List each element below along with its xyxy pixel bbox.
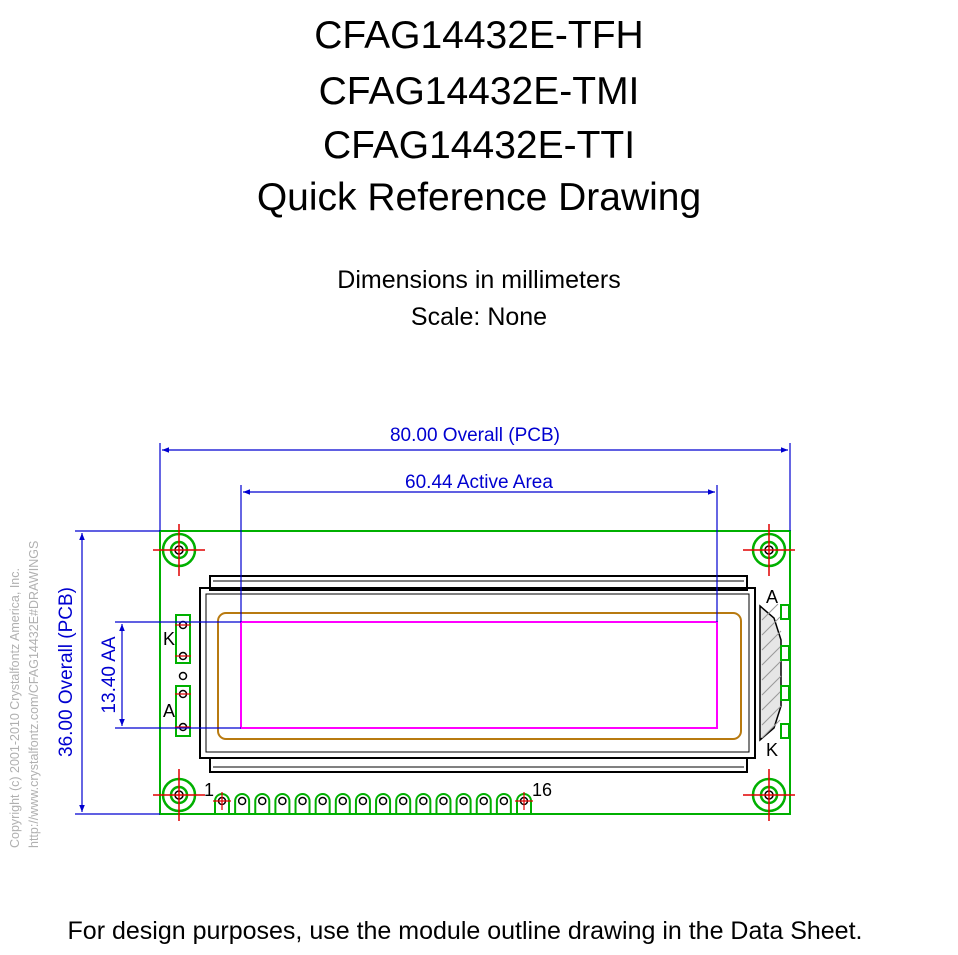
title-line-1: CFAG14432E-TFH: [314, 14, 644, 57]
pin-16-label: 16: [532, 780, 552, 800]
connector-pin-pad: [294, 793, 311, 814]
connector-pin-hole: [398, 796, 408, 806]
overall-height-label: 36.00 Overall (PCB): [56, 587, 77, 757]
connector-pin-pad: [495, 793, 512, 814]
backlight-k-right-label: K: [766, 740, 778, 760]
connector-pin-pad: [415, 793, 432, 814]
connector-pin-hole: [459, 796, 468, 806]
connector-pin-hole: [378, 796, 388, 806]
dimension-active-width: [240, 485, 718, 622]
connector-pin-pad: [435, 793, 452, 814]
backlight-pins-left: [175, 614, 191, 737]
backlight-a-right-label: A: [766, 587, 778, 607]
connector-pin-hole: [237, 796, 247, 806]
active-width-label: 60.44 Active Area: [405, 472, 553, 493]
connector-pin-pad: [395, 793, 412, 814]
connector-pin-row: [213, 792, 533, 814]
mounting-hole-top-left: [153, 524, 205, 576]
active-height-label: 13.40 AA: [99, 636, 120, 713]
active-area: [240, 621, 718, 729]
scale-note: Scale: None: [410, 303, 548, 331]
connector-pin-hole: [358, 796, 368, 806]
units-note: Dimensions in millimeters: [337, 266, 621, 294]
mounting-hole-top-right: [743, 524, 795, 576]
connector-pin-pad: [475, 793, 492, 814]
connector-pin-pad: [314, 793, 331, 814]
connector-pin-hole: [258, 796, 267, 806]
lcd-bezel: [199, 575, 756, 773]
pin-1-label: 1: [204, 780, 214, 800]
dimension-overall-height: [75, 530, 160, 815]
dimension-active-height: [115, 621, 241, 729]
overall-width-label: 80.00 Overall (PCB): [390, 425, 560, 446]
connector-pin-hole: [479, 796, 488, 806]
mounting-hole-bottom-left: [153, 769, 205, 821]
backlight-k-left-label: K: [163, 629, 175, 649]
connector-pin-hole: [338, 796, 348, 806]
title-line-2: CFAG14432E-TMI: [318, 70, 640, 113]
dimension-overall-width: [159, 443, 791, 531]
connector-pin-pad: [274, 793, 291, 814]
connector-pin-pad: [254, 793, 271, 814]
pcb-outline: [159, 530, 791, 815]
mounting-hole-bottom-right: [743, 769, 795, 821]
connector-pin-pad: [334, 793, 351, 814]
connector-pin-hole: [278, 796, 287, 806]
connector-pin-hole: [499, 796, 509, 806]
connector-pin-pad: [455, 793, 472, 814]
viewing-area: [217, 612, 742, 740]
connector-pin-hole: [298, 796, 307, 806]
connector-pin-hole: [318, 796, 327, 806]
connector-pin-hole: [419, 796, 428, 806]
title-line-3: CFAG14432E-TTI: [322, 124, 636, 167]
connector-pin-pad: [375, 793, 392, 814]
connector-pin-hole: [439, 796, 448, 806]
title-line-4: Quick Reference Drawing: [256, 176, 702, 219]
footer-note: For design purposes, use the module outl…: [67, 917, 863, 945]
backlight-connector-right: [759, 603, 790, 742]
connector-pin-pad: [234, 793, 251, 814]
connector-pin-pad: [354, 793, 371, 814]
backlight-a-left-label: A: [163, 701, 175, 721]
